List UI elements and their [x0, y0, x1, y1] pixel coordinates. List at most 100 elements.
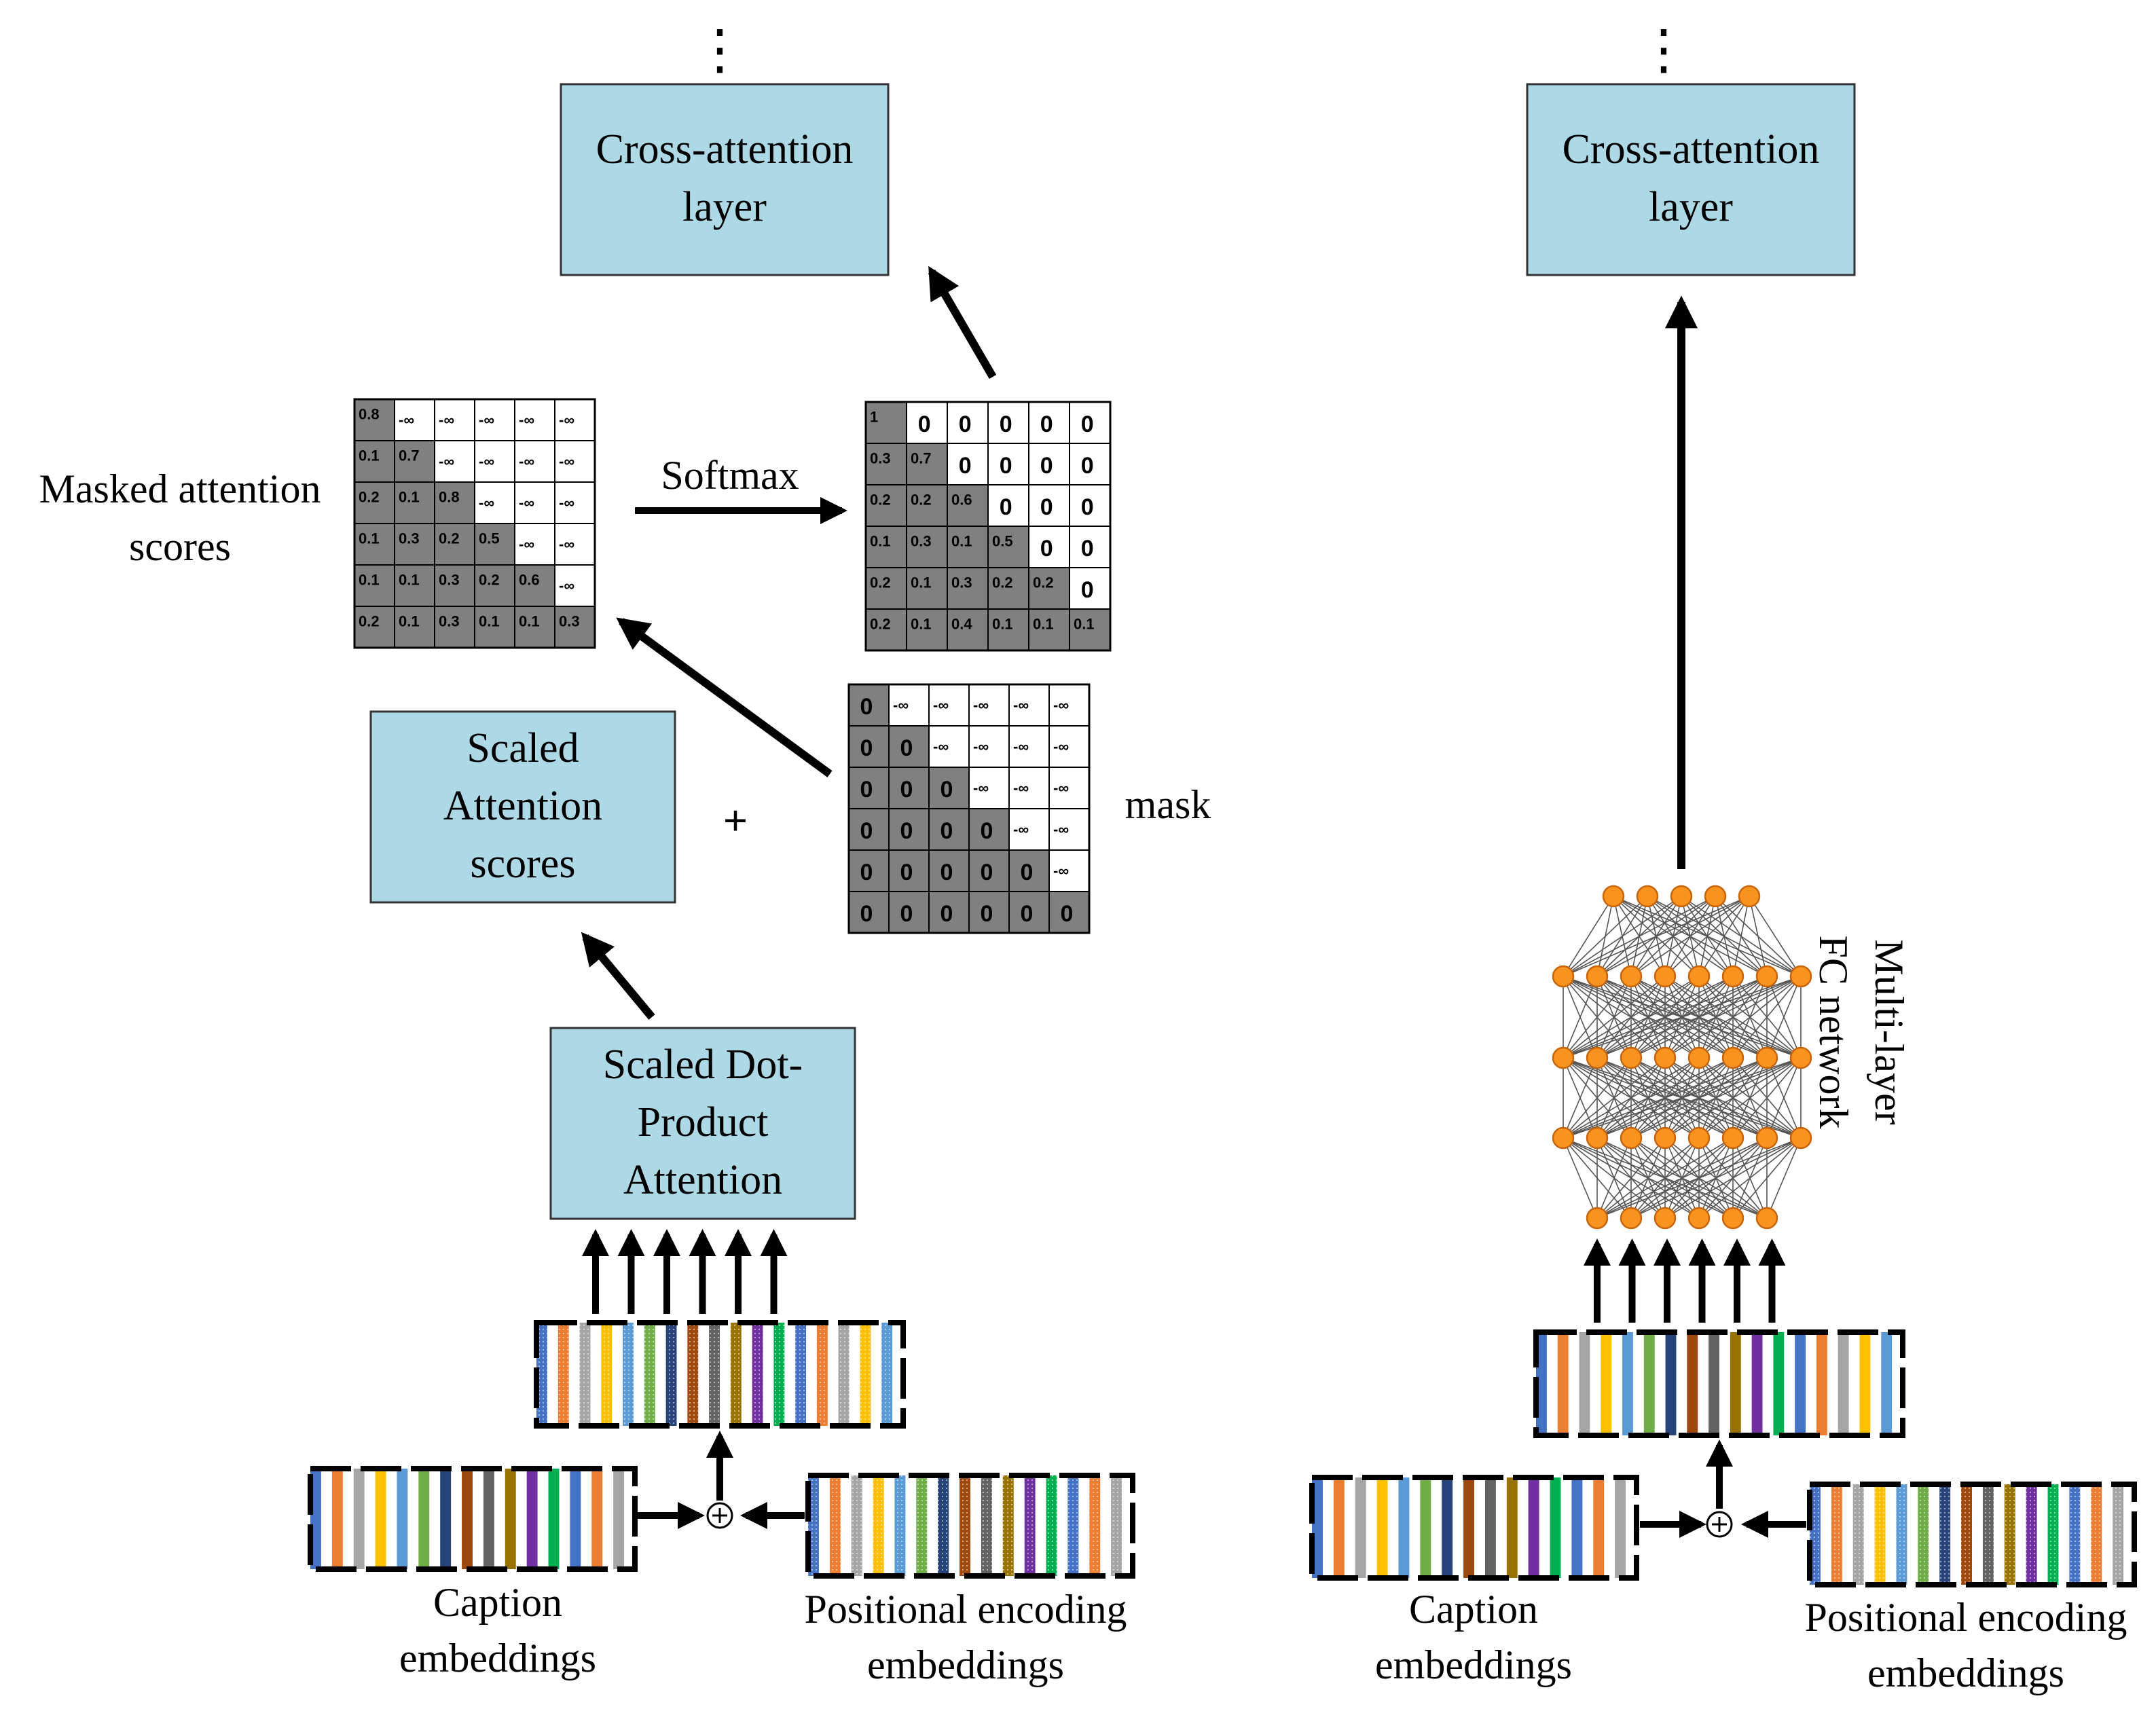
matrix-cell	[848, 767, 890, 809]
matrix-cell	[848, 849, 890, 892]
matrix-cell	[1008, 767, 1050, 809]
mlp-node	[1552, 965, 1575, 988]
matrix-cell	[474, 481, 515, 524]
matrix-cell-value: 0.1	[992, 615, 1013, 632]
embedding-stripe	[1626, 1477, 1637, 1578]
embedding-stripe	[1615, 1477, 1626, 1578]
matrix-cell-value: -∞	[559, 494, 574, 511]
sum-circle-right	[1706, 1511, 1733, 1538]
mlp-node	[1636, 885, 1659, 908]
mlp-edge	[1766, 1057, 1802, 1139]
embedding-border	[1533, 1329, 1905, 1438]
embedding-stripe	[1366, 1477, 1378, 1578]
matrix-cell	[394, 440, 435, 483]
matrix-cell-value: 0.8	[359, 405, 380, 422]
matrix-cell	[354, 606, 395, 648]
matrix-cell-value: 1	[870, 408, 878, 425]
mlp-node	[1620, 1046, 1643, 1069]
embedding-stripe	[526, 1469, 538, 1569]
matrix-cell	[947, 526, 989, 568]
matrix-cell	[554, 606, 596, 648]
embedding-stripe	[2036, 1484, 2049, 1585]
matrix-cell-value: 0	[1081, 577, 1094, 603]
cross-attention-right-line1: Cross-attention	[1563, 126, 1820, 172]
embedding-stripe	[1676, 1332, 1687, 1435]
mlp-edge	[1596, 1137, 1734, 1219]
matrix-cell-value: 0.2	[439, 530, 460, 547]
embedding-stripe	[1528, 1477, 1540, 1578]
matrix-cell-value: 0.1	[911, 574, 932, 591]
embedding-stripe	[1582, 1477, 1594, 1578]
matrix-cell-value: 0.1	[911, 615, 932, 632]
matrix-cell-value: 0.3	[870, 449, 891, 466]
mlp-edge	[1732, 976, 1802, 1059]
matrix-cell-value: -∞	[479, 453, 494, 470]
mlp-edge	[1749, 896, 1802, 977]
mlp-edge	[1563, 896, 1750, 977]
matrix-cell-value: 0	[1081, 453, 1094, 479]
embedding-stripe	[883, 1475, 895, 1576]
matrix-cell	[928, 891, 970, 934]
matrix-cell-value: -∞	[519, 453, 534, 470]
dot-product-line1: Scaled Dot-	[603, 1042, 803, 1088]
matrix-cell-value: 0.3	[559, 612, 580, 629]
matrix-cell-value: 0	[1000, 453, 1012, 479]
mlp-edge	[1698, 1057, 1802, 1139]
softmax-label: Softmax	[661, 453, 799, 498]
matrix-cell-value: -∞	[1053, 862, 1069, 879]
matrix-cell-value: -∞	[479, 411, 494, 428]
positional-label-left-line1: Positional encoding	[805, 1587, 1127, 1632]
matrix-cell-value: 0.2	[870, 615, 891, 632]
matrix-cell-value: 0	[900, 777, 913, 803]
mlp-nodes	[1552, 885, 1812, 1230]
embedding-stripe	[353, 1469, 365, 1569]
embedding-stripe	[505, 1469, 517, 1569]
mlp-edge	[1563, 1057, 1802, 1139]
matrix-cell-value: 0.1	[359, 447, 380, 464]
mlp-edge	[1563, 1057, 1598, 1139]
embedding-stripe	[568, 1323, 581, 1426]
embedding-stripe	[1322, 1477, 1334, 1578]
matrix-cell	[1028, 401, 1070, 444]
embedding-stripe	[1057, 1475, 1068, 1576]
embedding-stripe	[1848, 1332, 1860, 1435]
embedding-stripe	[1838, 1332, 1850, 1435]
embedding-stripe	[1013, 1475, 1025, 1576]
mlp-node	[1687, 965, 1711, 988]
matrix-cell	[1028, 484, 1070, 527]
mlp-edge	[1664, 1137, 1802, 1219]
matrix-cell-value: 0	[1040, 536, 1053, 562]
embedding-stripe	[633, 1323, 645, 1426]
mlp-node	[1653, 965, 1677, 988]
mlp-node	[1602, 885, 1625, 908]
matrix-cell-value: 0	[860, 735, 873, 761]
mlp-edge	[1749, 896, 1768, 977]
mlp-node	[1586, 1126, 1609, 1150]
embedding-stripe	[2123, 1484, 2135, 1585]
matrix-cell-value: 0	[959, 453, 972, 479]
embedding-stripe	[849, 1323, 860, 1426]
mlp-edge	[1630, 976, 1802, 1059]
matrix-cell-value: 0.1	[951, 532, 972, 549]
matrix-cell-value: 0.7	[911, 449, 932, 466]
mlp-edge	[1766, 1137, 1802, 1219]
matrix-cell	[514, 481, 555, 524]
embedding-stripe	[1859, 1332, 1871, 1435]
matrix-cell-value: 0	[1081, 536, 1094, 562]
matrix-cell-value: -∞	[519, 411, 534, 428]
embedding-stripe	[1740, 1332, 1753, 1435]
matrix-cell	[1069, 443, 1111, 485]
embedding-stripe	[1376, 1477, 1389, 1578]
mlp-label: Multi-layer FC network	[1811, 936, 1912, 1129]
embedding-stripe	[1601, 1332, 1612, 1435]
matrix-cell-value: 0.2	[911, 491, 932, 508]
matrix-cell	[514, 523, 555, 566]
embedding-stripe	[1546, 1332, 1558, 1435]
matrix-cell-value: 0	[900, 860, 913, 885]
embedding-stripe	[548, 1469, 560, 1569]
positional-label-right-line2: embeddings	[1867, 1651, 2064, 1695]
embedding-stripe	[1517, 1477, 1529, 1578]
embedding-stripe	[429, 1469, 441, 1569]
